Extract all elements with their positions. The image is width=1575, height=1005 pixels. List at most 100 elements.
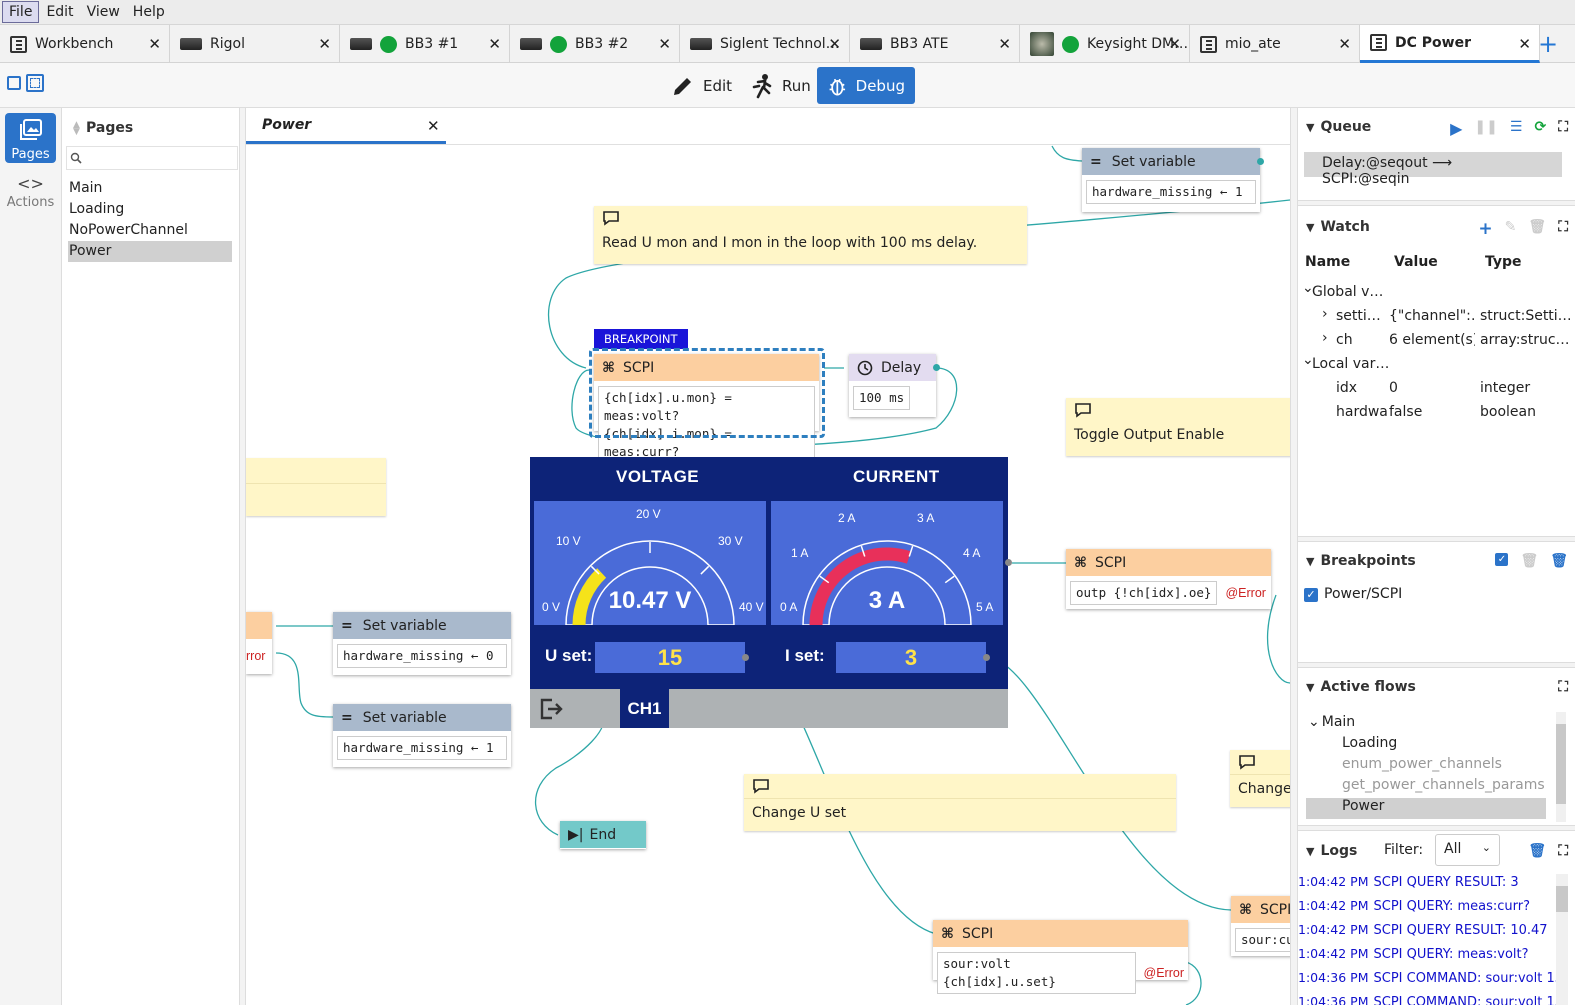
add-icon[interactable]: + (1478, 219, 1493, 239)
pages-splitter[interactable] (240, 108, 246, 1005)
debug-mode-button[interactable]: Debug (817, 67, 915, 104)
menu-file[interactable]: File (2, 1, 40, 23)
step-icon[interactable]: ☰ (1509, 119, 1523, 135)
output-port[interactable] (933, 364, 940, 371)
delay-node[interactable]: Delay 100 ms (849, 354, 940, 417)
watch-row[interactable]: ›setti…{"channel":…struct:Setti… (1298, 305, 1575, 329)
chevron-down-icon[interactable]: ⌄ (1302, 280, 1314, 296)
delete-icon[interactable]: 🗑 (1520, 553, 1539, 569)
window-tab-4[interactable]: Siglent Technol…✕ (680, 25, 850, 63)
watch-splitter[interactable] (1298, 536, 1575, 542)
page-item-nopowerchannel[interactable]: NoPowerChannel (69, 222, 188, 238)
i-set-input[interactable]: 3 (836, 642, 986, 673)
edit-mode-button[interactable]: Edit (661, 67, 742, 104)
menu-view[interactable]: View (86, 4, 120, 20)
run-mode-button[interactable]: Run (740, 67, 821, 104)
window-tab-3[interactable]: BB3 #2✕ (510, 25, 680, 63)
breakpoint-item[interactable]: Power/SCPI (1324, 586, 1403, 602)
widget-port[interactable] (1005, 559, 1012, 566)
maximize-icon[interactable]: ⛶ (1558, 119, 1568, 135)
output-port[interactable] (1257, 158, 1264, 165)
close-icon[interactable]: ✕ (318, 35, 331, 53)
nav-pages-button[interactable]: Pages (5, 113, 56, 163)
watch-row[interactable]: ⌄Global v… (1298, 280, 1575, 305)
pages-search-input[interactable] (66, 146, 238, 170)
watch-header[interactable]: ▼ Watch + ✎ 🗑 ⛶ (1298, 210, 1575, 244)
active-flows-header[interactable]: ▼ Active flows ⛶ (1298, 670, 1575, 704)
scpi-node-sour-curr[interactable]: ⌘ SCPI sour:cu (1231, 896, 1290, 956)
set-variable-node-0[interactable]: = Set variable hardware_missing ← 0 (333, 612, 511, 675)
close-icon[interactable]: ✕ (427, 117, 440, 135)
chevron-right-icon[interactable]: › (1322, 330, 1328, 346)
flow-item[interactable]: get_power_channels_params (1306, 777, 1546, 798)
comment-toggle-output[interactable]: Toggle Output Enable (1066, 398, 1290, 456)
maximize-icon[interactable]: ⛶ (1558, 679, 1568, 695)
play-icon[interactable]: ▶ (1450, 119, 1463, 138)
logs-header[interactable]: ▼ Logs 🗑⛶ (1298, 834, 1575, 868)
delete-icon[interactable]: 🗑 (1528, 843, 1547, 859)
page-item-power[interactable]: Power (68, 241, 232, 262)
chevron-down-icon[interactable]: ⌄ (1308, 714, 1320, 730)
maximize-icon[interactable]: ⛶ (1558, 219, 1568, 235)
window-tab-2[interactable]: BB3 #1✕ (340, 25, 510, 63)
breakpoints-splitter[interactable] (1298, 662, 1575, 668)
window-tab-1[interactable]: Rigol✕ (170, 25, 340, 63)
pause-icon[interactable]: ❚❚ (1474, 119, 1498, 135)
enable-all-icon[interactable]: ✓ (1495, 553, 1509, 566)
queue-header[interactable]: ▼ Queue ▶ ❚❚ ☰ ⟳ ⛶ (1298, 110, 1575, 144)
chevron-right-icon[interactable]: › (1322, 306, 1328, 322)
close-icon[interactable]: ✕ (148, 35, 161, 53)
window-tab-0[interactable]: Workbench✕ (0, 25, 170, 63)
nav-actions-button[interactable]: <> Actions (5, 168, 56, 218)
breakpoints-header[interactable]: ▼ Breakpoints ✓ 🗑 🗑 (1298, 544, 1575, 578)
set-variable-node-1[interactable]: = Set variable hardware_missing ← 1 (333, 704, 511, 767)
flows-splitter[interactable] (1298, 825, 1575, 831)
page-item-loading[interactable]: Loading (69, 201, 125, 217)
right-splitter[interactable] (1290, 108, 1297, 1005)
flow-item[interactable]: Loading (1306, 735, 1546, 756)
edit-icon[interactable]: ✎ (1504, 219, 1517, 235)
close-icon[interactable]: ✕ (488, 35, 501, 53)
window-tab-5[interactable]: BB3 ATE✕ (850, 25, 1020, 63)
delete-icon[interactable]: 🗑 (1528, 219, 1547, 235)
close-icon[interactable]: ✕ (1168, 35, 1181, 53)
chevron-down-icon[interactable]: ⌄ (1302, 352, 1314, 368)
queue-splitter[interactable] (1298, 200, 1575, 206)
menu-edit[interactable]: Edit (46, 4, 74, 20)
scpi-node-measure[interactable]: ⌘ SCPI {ch[idx].u.mon} = meas:volt? {ch[… (594, 354, 819, 464)
close-icon[interactable]: ✕ (1338, 35, 1351, 53)
doc-tab-power[interactable]: Power✕ (246, 108, 446, 144)
flow-item[interactable]: enum_power_channels (1306, 756, 1546, 777)
watch-row[interactable]: ⌄Local var… (1298, 352, 1575, 377)
comment-partial-left[interactable] (246, 458, 386, 516)
u-set-port[interactable] (742, 654, 749, 661)
page-item-main[interactable]: Main (69, 180, 103, 196)
comment-read-loop[interactable]: Read U mon and I mon in the loop with 10… (594, 206, 1027, 264)
flows-scrollbar[interactable] (1556, 712, 1566, 822)
clear-all-icon[interactable]: 🗑 (1550, 553, 1568, 569)
scpi-node-sour-volt[interactable]: ⌘ SCPI sour:volt {ch[idx].u.set} @Error (933, 920, 1188, 994)
close-icon[interactable]: ✕ (998, 35, 1011, 53)
flow-canvas[interactable]: Power✕ = Set variable hardware_missing ←… (246, 108, 1290, 1005)
scpi-node-outp[interactable]: ⌘ SCPI outp {!ch[idx].oe} @Error (1066, 549, 1271, 609)
end-node[interactable]: ▶| End (560, 821, 646, 849)
menu-help[interactable]: Help (132, 4, 165, 20)
flow-item[interactable]: Power (1306, 798, 1546, 819)
maximize-icon[interactable]: ⛶ (1558, 843, 1568, 859)
logs-scrollbar[interactable] (1556, 874, 1568, 1005)
close-icon[interactable]: ✕ (658, 35, 671, 53)
window-tab-8[interactable]: DC Power✕ (1360, 25, 1540, 63)
i-set-port[interactable] (983, 654, 990, 661)
channel-label[interactable]: CH1 (620, 689, 669, 728)
comment-change-partial[interactable]: Change (1230, 750, 1290, 807)
flow-item[interactable]: ⌄Main (1308, 714, 1548, 735)
